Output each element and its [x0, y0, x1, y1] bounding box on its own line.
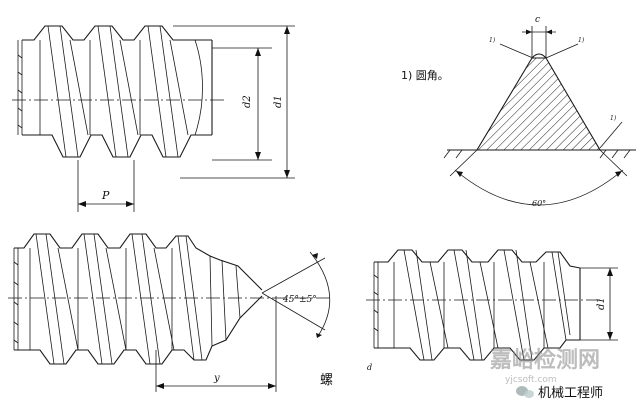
- ref-right-label: 1): [578, 37, 585, 44]
- pitch-dimension: [77, 160, 135, 212]
- right-mark: d: [367, 363, 372, 372]
- point-angle-label: 45°±5°: [282, 295, 317, 305]
- pitch-label: P: [101, 189, 110, 202]
- d2-label: d2: [242, 95, 253, 108]
- length-label: y: [213, 373, 220, 384]
- caption-char: 螺: [320, 373, 333, 388]
- watermark-url: yjcsoft.com: [505, 375, 557, 385]
- d1-dimension: [173, 25, 295, 179]
- wechat-icon: [516, 386, 534, 398]
- pointed-screw-view: [8, 233, 331, 392]
- angle-arc: [454, 169, 624, 206]
- top-screw-outline-bottom: [22, 134, 212, 158]
- length-dimension: [155, 296, 277, 392]
- tip-detail-view: [443, 26, 636, 206]
- point-angle-arc: [309, 251, 331, 337]
- right-d1-label: d1: [596, 297, 607, 310]
- watermark-account: 机械工程师: [538, 386, 603, 401]
- d2-dimension: [212, 47, 272, 161]
- ref-bottom-label: 1): [610, 115, 617, 122]
- angle-60-label: 60°: [532, 199, 546, 208]
- break-edge: [17, 40, 23, 135]
- right-screw-outline-top: [374, 249, 581, 269]
- top-screw-outline-top: [22, 25, 212, 41]
- right-d1-dimension: [580, 267, 618, 341]
- ref-left-label: 1): [489, 37, 496, 44]
- right-screw-outline-bottom: [374, 339, 580, 361]
- rounding-note: 1) 圆角。: [401, 69, 449, 82]
- top-screw-view: [12, 25, 295, 212]
- right-screw-view: [366, 249, 618, 361]
- c-label: c: [535, 15, 540, 25]
- pointed-screw-outline-bottom: [14, 295, 263, 365]
- d1-label: d1: [273, 95, 284, 108]
- pointed-screw-outline-top: [14, 233, 263, 291]
- thread-profile-section: [476, 57, 601, 151]
- watermark-brand: 嘉峪检测网: [490, 347, 600, 373]
